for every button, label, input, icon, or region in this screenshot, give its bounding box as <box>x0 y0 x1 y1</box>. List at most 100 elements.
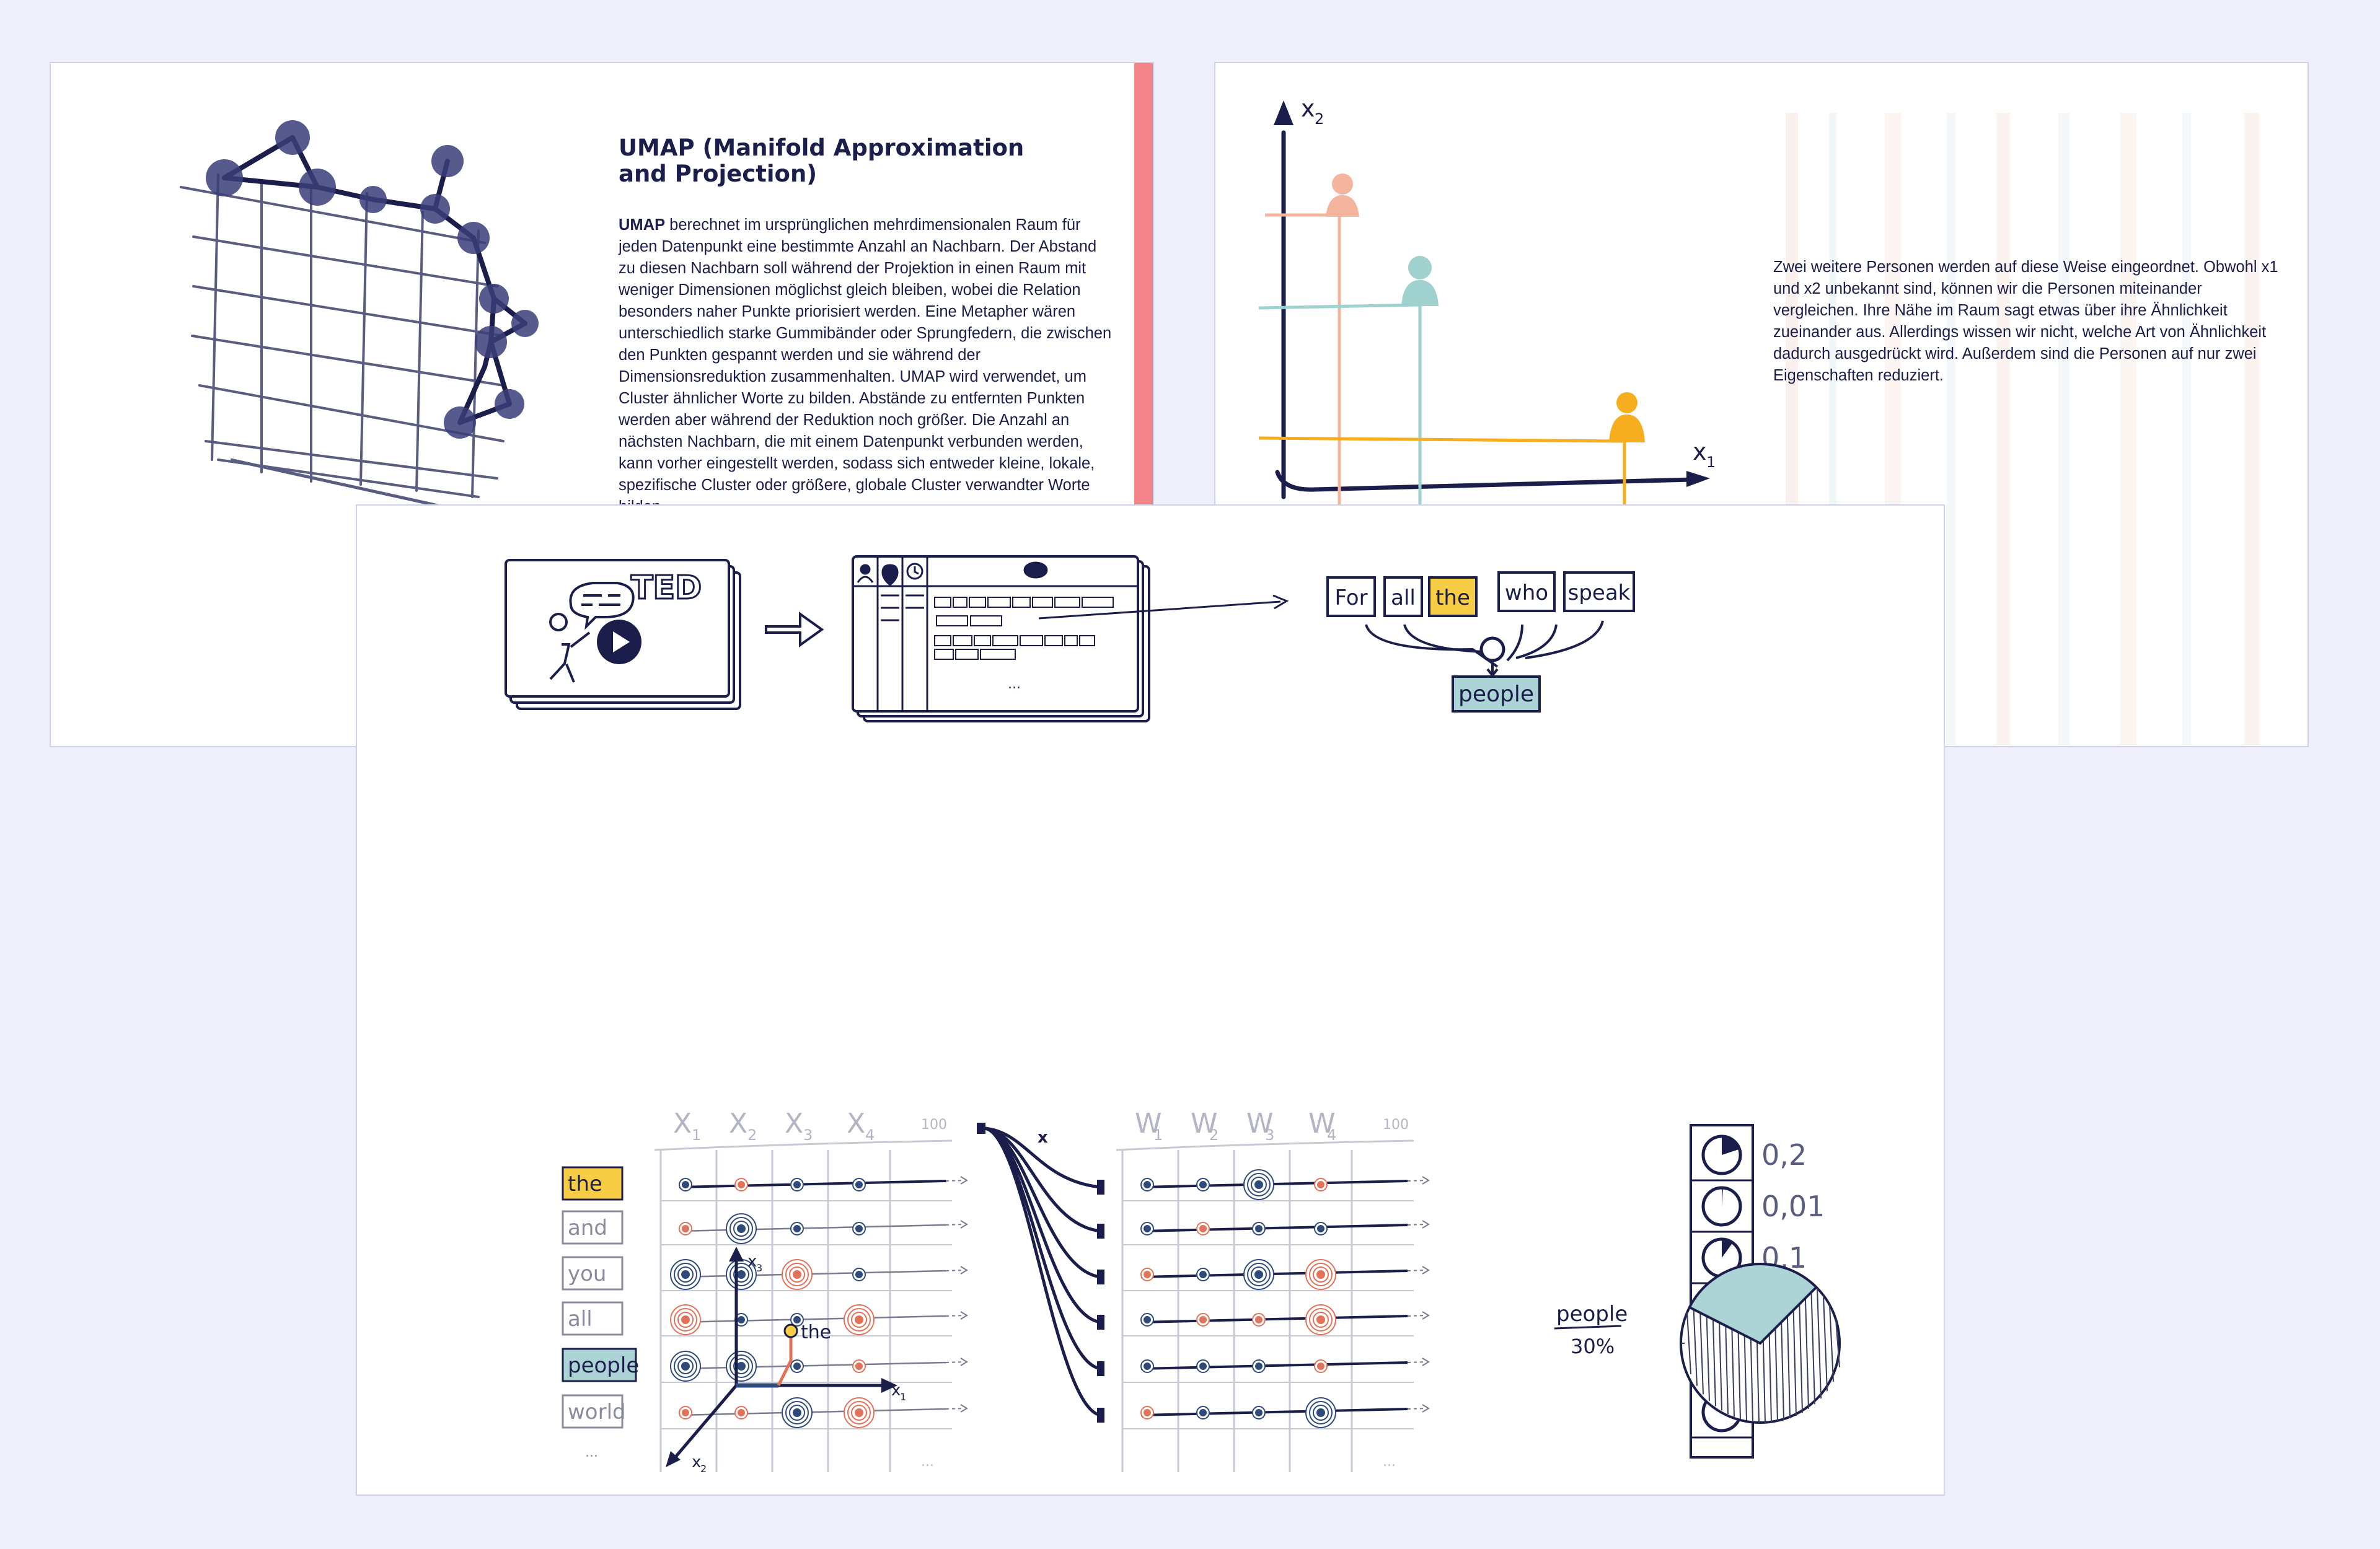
target-word: people <box>1458 682 1534 707</box>
point-label: the <box>801 1322 831 1343</box>
word-label: and <box>568 1216 607 1240</box>
grid-header-sub: 4 <box>865 1126 875 1144</box>
embedding-value-mark <box>793 1363 801 1370</box>
embedding-value-mark <box>793 1181 801 1188</box>
sentence-word: who <box>1505 581 1548 605</box>
embedding-value-mark <box>737 1224 746 1233</box>
ted-video-stack <box>505 559 741 710</box>
embedding-value-mark <box>1255 1316 1263 1323</box>
embedding-value-mark <box>855 1181 863 1188</box>
word-box <box>562 1210 624 1245</box>
grid-header-sub: 2 <box>1209 1126 1219 1144</box>
word-box <box>562 1166 624 1201</box>
grid-ellipsis: ... <box>1383 1454 1396 1470</box>
embedding-value-mark <box>1255 1409 1263 1416</box>
sentence-word: all <box>1391 586 1416 610</box>
slide-word-embedding: TED ... <box>356 504 1945 1496</box>
embedding-value-mark <box>738 1409 745 1416</box>
umap-description: UMAP berechnet im ursprünglichen mehrdim… <box>619 214 1114 518</box>
word-list-ellipsis: ... <box>585 1445 598 1460</box>
axis3d-y-sub: 3 <box>756 1262 762 1274</box>
probability-label: 0,01 <box>1761 1190 1825 1223</box>
grid-header-sub: 2 <box>747 1126 757 1144</box>
embedding-value-mark <box>681 1315 690 1324</box>
grid-header: W <box>1308 1108 1336 1139</box>
output-node <box>1097 1270 1104 1284</box>
sentence-word: For <box>1334 586 1367 610</box>
embedding-value-mark <box>1199 1363 1207 1370</box>
sentence-word: the <box>1435 586 1470 610</box>
word-box <box>562 1256 624 1291</box>
point-the-icon <box>783 1323 798 1338</box>
umap-lead: UMAP <box>619 216 666 234</box>
grid-header-sub: 1 <box>1153 1126 1163 1144</box>
umap-grid-illustration <box>180 120 539 524</box>
ted-label: TED <box>631 569 702 607</box>
grid-header: X <box>673 1108 692 1139</box>
word-label: world <box>568 1400 626 1424</box>
embedding-value-mark <box>855 1363 863 1370</box>
axis3d-z-label: x <box>692 1453 701 1472</box>
axis3d-x-label: x <box>891 1381 901 1400</box>
embedding-value-mark <box>738 1181 745 1188</box>
embedding-value-mark <box>1144 1225 1151 1232</box>
sentence-word-box <box>1563 571 1635 612</box>
pie-label: people <box>1556 1302 1628 1327</box>
transcript-window <box>852 555 1150 722</box>
word-label: the <box>568 1172 602 1196</box>
word-embedding-illustration: TED ... <box>505 555 1841 1475</box>
input-node <box>977 1123 985 1134</box>
embedding-value-mark <box>793 1408 801 1417</box>
grid-header: X <box>729 1108 747 1139</box>
umap-body: berechnet im ursprünglichen mehrdimensio… <box>619 216 1112 516</box>
person-scatter-illustration: x 2 x 1 <box>1258 95 2259 746</box>
embedding-value-mark <box>1255 1225 1263 1232</box>
embedding-value-mark <box>1144 1181 1151 1188</box>
axis-x-sub: 1 <box>1706 454 1716 471</box>
word-label: all <box>568 1307 593 1332</box>
person-orange-icon <box>1326 173 1359 217</box>
embedding-value-mark <box>1254 1180 1263 1189</box>
sentence-word-box <box>1326 576 1376 617</box>
embedding-value-mark <box>1199 1409 1207 1416</box>
embedding-value-mark <box>855 1271 863 1278</box>
grid-header: X <box>785 1108 803 1139</box>
embedding-value-mark <box>793 1270 801 1279</box>
embedding-value-mark <box>737 1270 746 1279</box>
sentence-word-box <box>1383 576 1423 617</box>
embedding-value-mark <box>1144 1409 1151 1416</box>
sentence-word-box <box>1497 571 1556 612</box>
embedding-value-mark <box>855 1225 863 1232</box>
grid-dim-count: 100 <box>1383 1117 1409 1133</box>
embedding-value-mark <box>1316 1408 1325 1417</box>
sentence-word: speak <box>1568 581 1631 605</box>
axis-y-sub: 2 <box>1315 110 1324 128</box>
embedding-value-mark <box>1199 1225 1207 1232</box>
embedding-value-mark <box>793 1225 801 1232</box>
embedding-value-mark <box>793 1316 801 1323</box>
embedding-value-mark <box>1317 1181 1324 1188</box>
word-box <box>562 1394 624 1429</box>
embedding-value-mark <box>1144 1363 1151 1370</box>
grid-header: X <box>847 1108 865 1139</box>
grid-header-sub: 1 <box>692 1126 701 1144</box>
grid-ellipsis: ... <box>921 1454 934 1470</box>
embedding-value-mark <box>1199 1181 1207 1188</box>
embedding-value-mark <box>1199 1271 1207 1278</box>
embedding-value-mark <box>1316 1315 1325 1324</box>
pie-slice-people <box>1688 1263 1818 1345</box>
grid-header: W <box>1191 1108 1218 1139</box>
transcript-ellipsis: ... <box>1008 677 1021 692</box>
word-label: people <box>568 1353 639 1378</box>
embedding-value-mark <box>1144 1316 1151 1323</box>
cross-mark: x <box>1038 1128 1048 1147</box>
probability-pie <box>1680 1263 1841 1424</box>
pie-value: 30% <box>1571 1335 1615 1358</box>
embedding-value-mark <box>681 1270 690 1279</box>
embedding-value-mark <box>855 1408 863 1417</box>
grid-header-sub: 3 <box>803 1126 813 1144</box>
umap-title: UMAP (Manifold Approximation and Project… <box>619 134 1025 187</box>
grid-header-sub: 4 <box>1327 1126 1336 1144</box>
